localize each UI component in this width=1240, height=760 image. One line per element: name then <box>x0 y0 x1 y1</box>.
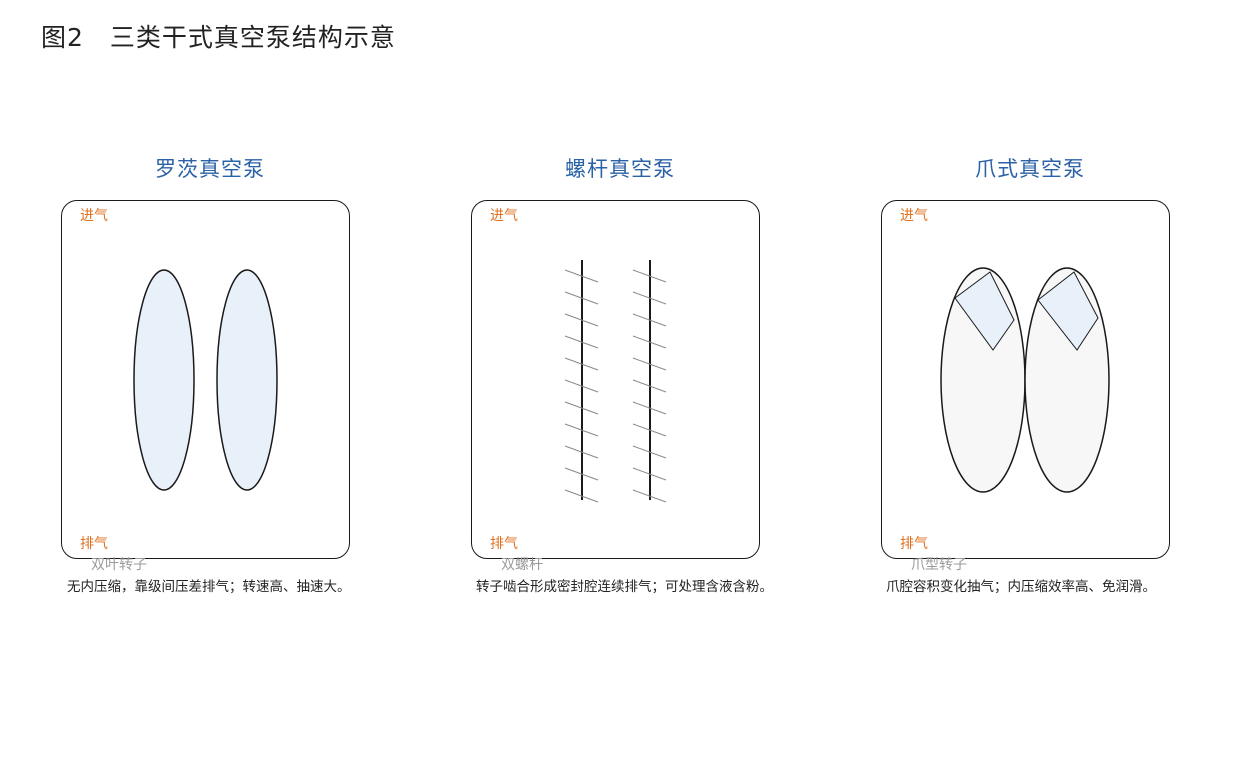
rotor-label-screw: 双螺杆 <box>501 557 543 573</box>
roots-lobe-left <box>133 269 195 491</box>
screw-flight-right <box>632 291 667 305</box>
outlet-label-screw: 排气 <box>490 536 518 552</box>
screw-flight-right <box>632 467 667 481</box>
rotor-label-roots: 双叶转子 <box>91 557 147 573</box>
screw-rotors <box>564 260 667 503</box>
screw-flight-left <box>564 423 599 437</box>
screw-flight-left <box>564 467 599 481</box>
claw-rotor-right <box>1037 271 1099 351</box>
roots-lobe-right <box>216 269 278 491</box>
screw-flight-left <box>564 357 599 371</box>
description-claw: 爪腔容积变化抽气；内压缩效率高、免润滑。 <box>886 579 1156 595</box>
inlet-label-claw: 进气 <box>900 208 928 224</box>
screw-flight-right <box>632 313 667 327</box>
figure-title: 图2 三类干式真空泵结构示意 <box>41 23 396 52</box>
screw-flight-left <box>564 335 599 349</box>
pump-housing-screw <box>471 200 760 559</box>
panel-title-claw: 爪式真空泵 <box>975 157 1085 181</box>
screw-flight-right <box>632 269 667 283</box>
screw-flight-left <box>564 291 599 305</box>
panel-title-roots: 罗茨真空泵 <box>155 157 265 181</box>
pump-housing-claw <box>881 200 1170 559</box>
screw-flight-left <box>564 401 599 415</box>
pump-housing-roots <box>61 200 350 559</box>
screw-flight-left <box>564 379 599 393</box>
outlet-label-claw: 排气 <box>900 536 928 552</box>
rotor-label-claw: 爪型转子 <box>911 557 967 573</box>
inlet-label-roots: 进气 <box>80 208 108 224</box>
outlet-label-roots: 排气 <box>80 536 108 552</box>
screw-flight-left <box>564 489 599 503</box>
description-screw: 转子啮合形成密封腔连续排气；可处理含液含粉。 <box>476 579 773 595</box>
panel-title-screw: 螺杆真空泵 <box>565 157 675 181</box>
screw-flight-right <box>632 379 667 393</box>
screw-flight-right <box>632 423 667 437</box>
screw-flight-left <box>564 269 599 283</box>
inlet-label-screw: 进气 <box>490 208 518 224</box>
claw-rotor-left <box>954 271 1015 351</box>
screw-flight-left <box>564 445 599 459</box>
screw-flight-right <box>632 401 667 415</box>
screw-flight-right <box>632 357 667 371</box>
screw-flight-left <box>564 313 599 327</box>
description-roots: 无内压缩，靠级间压差排气；转速高、抽速大。 <box>67 579 351 595</box>
screw-flight-right <box>632 445 667 459</box>
screw-flight-right <box>632 335 667 349</box>
screw-flight-right <box>632 489 667 503</box>
